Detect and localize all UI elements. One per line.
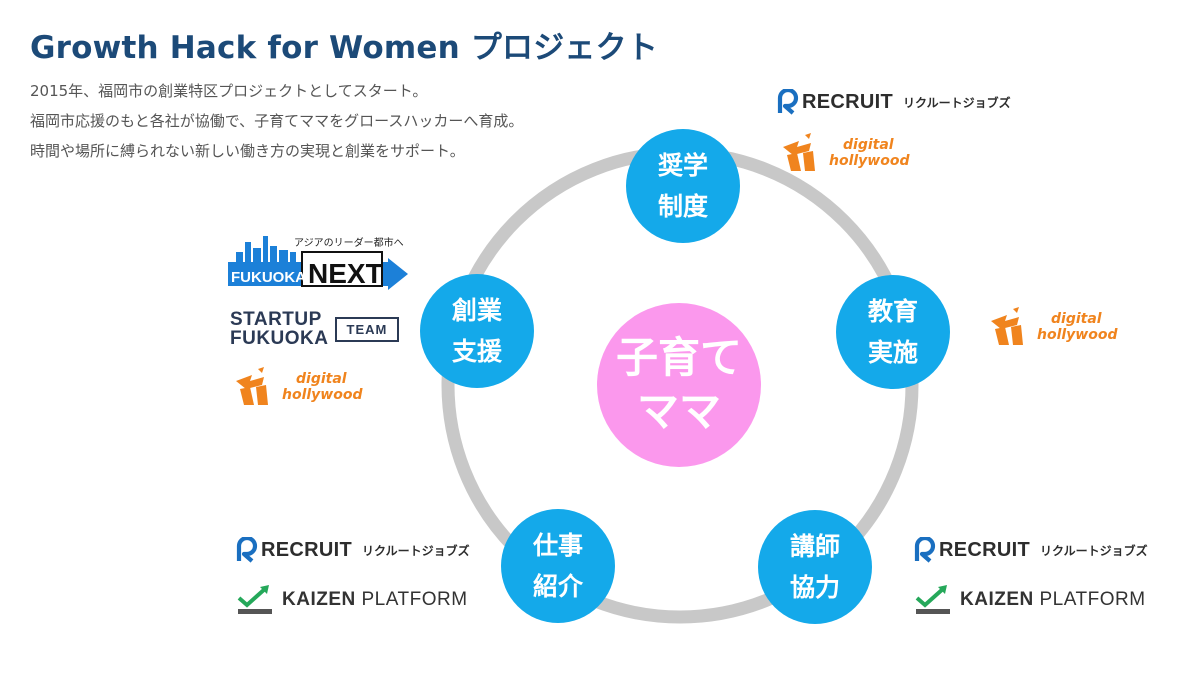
kaizen-word: KAIZEN PLATFORM	[282, 589, 468, 611]
kaizen-word: KAIZEN PLATFORM	[960, 589, 1146, 611]
kaizen-mark-icon	[915, 585, 950, 614]
recruit-jp: リクルートジョブズ	[362, 543, 470, 558]
center-line-1: 子育て	[615, 333, 742, 382]
recruit-word: RECRUIT	[802, 90, 893, 113]
node-education-line-1: 教育	[867, 297, 918, 326]
recruit-word: RECRUIT	[261, 538, 352, 561]
node-education-line-2: 実施	[867, 338, 918, 367]
description-line-3: 時間や場所に縛られない新しい働き方の実現と創業をサポート。	[30, 142, 465, 160]
node-education: 教育 実施	[836, 275, 950, 389]
recruit-jp: リクルートジョブズ	[903, 95, 1011, 110]
digital-hollywood-mark-icon	[236, 367, 268, 405]
startup-line-2: FUKUOKA	[230, 328, 329, 349]
logo-digital-hollywood: digital hollywood	[779, 130, 910, 176]
kaizen-word-bold: KAIZEN	[960, 589, 1034, 610]
dh-line-1: digital	[296, 371, 347, 387]
node-scholarship: 奨学 制度	[626, 129, 740, 243]
node-job-line-2: 紹介	[532, 572, 583, 601]
description: 2015年、福岡市の創業特区プロジェクトとしてスタート。 福岡市応援のもと各社が…	[30, 76, 523, 166]
node-job: 仕事 紹介	[501, 509, 615, 623]
recruit-jp: リクルートジョブズ	[1040, 543, 1148, 558]
fukuoka-next-tagline: アジアのリーダー都市へ	[294, 236, 404, 249]
recruit-mark-icon	[914, 537, 936, 563]
dh-line-1: digital	[1051, 311, 1102, 327]
fukuoka-next-word1: FUKUOKA	[231, 269, 306, 286]
recruit-word: RECRUIT	[939, 538, 1030, 561]
logo-recruit: RECRUIT リクルートジョブズ	[777, 87, 1011, 117]
node-startup-line-1: 創業	[451, 296, 502, 325]
logo-digital-hollywood: digital hollywood	[987, 304, 1118, 350]
logo-digital-hollywood: digital hollywood	[232, 364, 363, 410]
description-line-2: 福岡市応援のもと各社が協働で、子育てママをグロースハッカーへ育成。	[30, 112, 524, 130]
digital-hollywood-mark-icon	[783, 133, 815, 171]
logo-startup-fukuoka: STARTUP FUKUOKA TEAM	[230, 309, 400, 349]
kaizen-word-rest: PLATFORM	[355, 589, 468, 610]
description-line-1: 2015年、福岡市の創業特区プロジェクトとしてスタート。	[30, 82, 428, 100]
startup-line-1: STARTUP	[230, 309, 322, 330]
logo-fukuoka-next: FUKUOKA NEXT アジアのリーダー都市へ	[228, 222, 410, 292]
logo-kaizen: KAIZEN PLATFORM	[236, 585, 468, 615]
node-job-line-1: 仕事	[532, 531, 583, 560]
node-startup: 創業 支援	[420, 274, 534, 388]
logo-kaizen: KAIZEN PLATFORM	[914, 585, 1146, 615]
page-title: Growth Hack for Women プロジェクト	[30, 30, 659, 66]
dh-line-2: hollywood	[282, 387, 363, 403]
kaizen-word-rest: PLATFORM	[1033, 589, 1146, 610]
logo-recruit: RECRUIT リクルートジョブズ	[236, 535, 470, 565]
kaizen-word-bold: KAIZEN	[282, 589, 356, 610]
node-scholarship-line-2: 制度	[657, 192, 708, 221]
node-scholarship-line-1: 奨学	[657, 151, 708, 180]
dh-line-2: hollywood	[1037, 327, 1118, 343]
recruit-mark-icon	[777, 89, 799, 115]
fukuoka-next-word2: NEXT	[308, 258, 383, 289]
dh-line-2: hollywood	[829, 153, 910, 169]
logo-recruit: RECRUIT リクルートジョブズ	[914, 535, 1148, 565]
center-circle: 子育て ママ	[597, 303, 761, 467]
kaizen-mark-icon	[237, 585, 272, 614]
node-instructor: 講師 協力	[758, 510, 872, 624]
node-instructor-line-1: 講師	[789, 532, 840, 561]
node-startup-line-2: 支援	[451, 337, 502, 366]
digital-hollywood-mark-icon	[991, 307, 1023, 345]
startup-team: TEAM	[334, 316, 400, 342]
center-line-2: ママ	[636, 387, 721, 436]
fukuoka-next-mark-icon: FUKUOKA NEXT アジアのリーダー都市へ	[228, 236, 408, 290]
dh-line-1: digital	[843, 137, 894, 153]
node-instructor-line-2: 協力	[789, 573, 840, 602]
recruit-mark-icon	[236, 537, 258, 563]
